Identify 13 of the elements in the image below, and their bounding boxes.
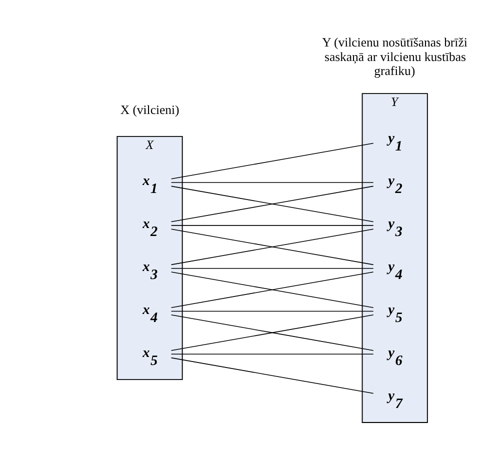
connector [170,142,374,180]
label: X (vilcieni) [120,103,180,118]
connector [170,357,374,394]
connector [170,182,374,183]
connector [170,310,374,312]
connector [170,225,374,226]
connector [170,186,374,222]
label: Y (vilcienu nosūtīšanas brīži saskaņā ar vilcienu kustības grafiku) [322,36,468,78]
connector [170,272,374,308]
connector [170,228,374,266]
connector [170,354,374,355]
connector [170,268,374,269]
connector [170,314,374,351]
